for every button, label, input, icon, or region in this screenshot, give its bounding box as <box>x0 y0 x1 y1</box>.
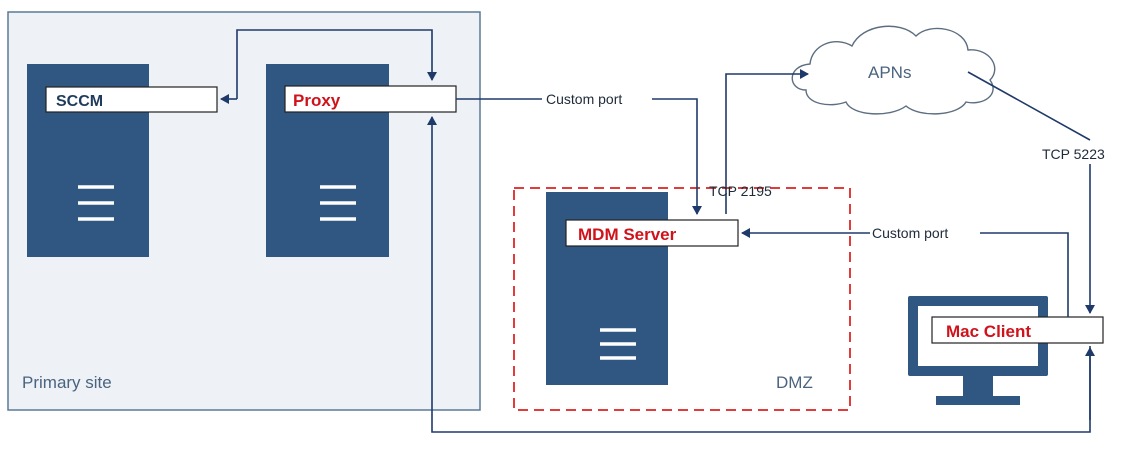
proxy-mdm-port-label: Custom port <box>546 91 622 107</box>
apns-label: APNs <box>868 63 911 82</box>
apns-to-client-connector-a <box>967 71 1091 141</box>
proxy-to-mdm-connector-b <box>652 98 702 215</box>
dmz-area <box>513 187 851 411</box>
sccm-node[interactable]: SCCM <box>45 86 218 113</box>
sccm-proxy-connector-top <box>236 29 437 99</box>
mdm-server-label: MDM Server <box>578 225 677 244</box>
apns-cloud-icon[interactable]: APNs <box>791 25 996 115</box>
client-mdm-port-label: Custom port <box>872 225 948 241</box>
proxy-node[interactable]: Proxy <box>284 85 457 113</box>
sccm-label: SCCM <box>56 93 103 110</box>
mac-client-monitor-icon <box>908 296 1048 405</box>
mac-client-label: Mac Client <box>946 322 1031 341</box>
apns-client-port-label: TCP 5223 <box>1042 146 1105 162</box>
primary-site-label: Primary site <box>22 373 112 392</box>
mdm-to-apns-connector <box>725 69 809 214</box>
mac-client-node[interactable]: Mac Client <box>931 316 1104 344</box>
mdm-server-node[interactable]: MDM Server <box>565 219 739 247</box>
proxy-label: Proxy <box>293 91 341 110</box>
mdm-apns-port-label: TCP 2195 <box>709 183 772 199</box>
client-to-mdm-connector-a <box>980 232 1069 317</box>
dmz-label: DMZ <box>776 373 813 392</box>
